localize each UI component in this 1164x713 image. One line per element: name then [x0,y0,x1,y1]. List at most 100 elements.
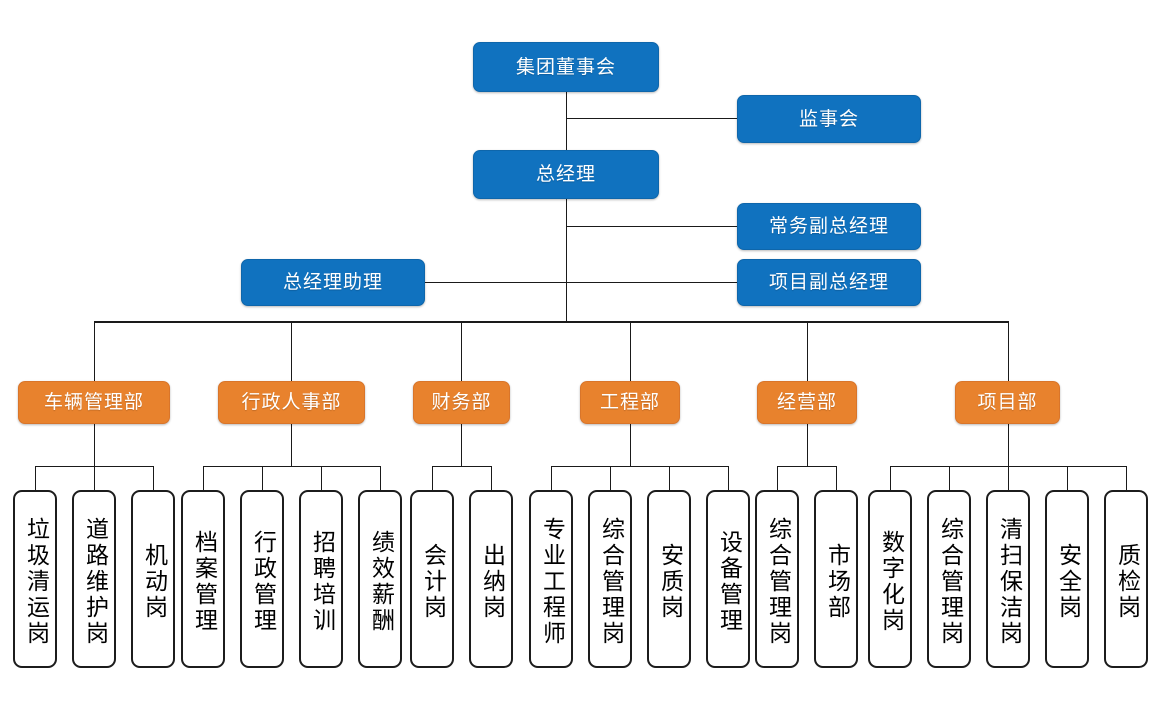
node-project-deputy-manager-label: 项目副总经理 [768,271,889,293]
connector-bus-to-dept-4 [807,321,808,381]
connector-dept-2-down [461,424,462,466]
node-position-label: 专业工程师 [538,517,565,647]
node-position[interactable]: 招聘培训 [299,490,343,668]
connector-dept-0-down [94,424,95,466]
node-position-label: 垃圾清运岗 [22,517,49,647]
connector-leaf-0-0 [35,466,36,490]
connector-dept-4-down [807,424,808,466]
subbus-dept-4 [777,466,836,467]
node-position[interactable]: 道路维护岗 [72,490,116,668]
connector-dept-1-down [291,424,292,466]
node-position-label: 综合管理岗 [597,517,624,647]
node-general-manager-label: 总经理 [535,163,596,185]
node-department-finance[interactable]: 财务部 [413,381,510,424]
connector-gm-down [566,199,567,321]
connector-leaf-4-1 [836,466,837,490]
connector-gm-to-exec-deputy [566,226,737,227]
connector-leaf-5-1 [949,466,950,490]
node-department-label: 行政人事部 [241,391,342,413]
node-department-engineering[interactable]: 工程部 [580,381,680,424]
node-position[interactable]: 安全岗 [1045,490,1089,668]
node-position[interactable]: 市场部 [814,490,858,668]
node-executive-deputy-manager-label: 常务副总经理 [768,215,889,237]
node-department-operations[interactable]: 经营部 [757,381,857,424]
node-position[interactable]: 绩效薪酬 [358,490,402,668]
node-position-label: 综合管理岗 [764,517,791,647]
connector-dept-5-down [1008,424,1009,466]
connector-bus-to-dept-3 [630,321,631,381]
node-position[interactable]: 机动岗 [131,490,175,668]
subbus-dept-3 [551,466,728,467]
node-department-label: 车辆管理部 [43,391,144,413]
connector-leaf-1-3 [380,466,381,490]
node-position-label: 会计岗 [419,543,446,621]
node-position-label: 安全岗 [1054,543,1081,621]
node-position[interactable]: 设备管理 [706,490,750,668]
connector-leaf-5-4 [1126,466,1127,490]
node-position-label: 质检岗 [1113,543,1140,621]
node-position-label: 设备管理 [715,530,742,634]
connector-leaf-5-3 [1067,466,1068,490]
connector-bus-to-dept-2 [461,321,462,381]
department-bus [94,321,1008,323]
node-position-label: 清扫保洁岗 [995,517,1022,647]
node-position[interactable]: 综合管理岗 [588,490,632,668]
node-department-admin-hr[interactable]: 行政人事部 [218,381,365,424]
connector-leaf-3-1 [610,466,611,490]
subbus-dept-2 [432,466,491,467]
node-position[interactable]: 会计岗 [410,490,454,668]
node-position-label: 综合管理岗 [936,517,963,647]
node-position-label: 机动岗 [140,543,167,621]
node-position-label: 市场部 [823,543,850,621]
connector-leaf-5-0 [890,466,891,490]
node-supervisory-board-label: 监事会 [798,107,859,130]
node-position-label: 出纳岗 [478,543,505,621]
node-position-label: 道路维护岗 [81,517,108,647]
connector-gm-to-gm-assistant [425,282,566,283]
node-position[interactable]: 安质岗 [647,490,691,668]
connector-board-to-gm [566,92,567,150]
node-gm-assistant-label: 总经理助理 [282,271,383,293]
node-position[interactable]: 行政管理 [240,490,284,668]
connector-leaf-2-0 [432,466,433,490]
connector-bus-to-dept-5 [1008,321,1009,381]
connector-gm-to-project-deputy [566,282,737,283]
node-project-deputy-manager[interactable]: 项目副总经理 [737,259,921,306]
node-position-label: 档案管理 [190,530,217,634]
node-position[interactable]: 清扫保洁岗 [986,490,1030,668]
node-general-manager[interactable]: 总经理 [473,150,659,199]
node-board[interactable]: 集团董事会 [473,42,659,92]
connector-leaf-5-2 [1008,466,1009,490]
node-position-label: 安质岗 [656,543,683,621]
node-executive-deputy-manager[interactable]: 常务副总经理 [737,203,921,250]
connector-dept-3-down [630,424,631,466]
node-position[interactable]: 质检岗 [1104,490,1148,668]
node-department-label: 项目部 [977,391,1038,413]
node-department-label: 经营部 [776,391,837,413]
node-position-label: 数字化岗 [877,530,904,634]
node-position[interactable]: 综合管理岗 [755,490,799,668]
node-supervisory-board[interactable]: 监事会 [737,95,921,143]
connector-leaf-4-0 [777,466,778,490]
connector-leaf-0-1 [94,466,95,490]
node-position-label: 招聘培训 [308,530,335,634]
node-position[interactable]: 数字化岗 [868,490,912,668]
connector-leaf-2-1 [491,466,492,490]
node-position[interactable]: 垃圾清运岗 [13,490,57,668]
node-position[interactable]: 综合管理岗 [927,490,971,668]
node-position[interactable]: 出纳岗 [469,490,513,668]
connector-leaf-1-0 [203,466,204,490]
node-position[interactable]: 档案管理 [181,490,225,668]
connector-leaf-1-1 [262,466,263,490]
connector-bus-to-dept-1 [291,321,292,381]
subbus-dept-1 [203,466,380,467]
connector-leaf-1-2 [321,466,322,490]
connector-leaf-3-0 [551,466,552,490]
node-position[interactable]: 专业工程师 [529,490,573,668]
node-position-label: 绩效薪酬 [367,530,394,634]
node-position-label: 行政管理 [249,530,276,634]
node-department-vehicle-management[interactable]: 车辆管理部 [18,381,170,424]
node-department-project[interactable]: 项目部 [955,381,1060,424]
node-gm-assistant[interactable]: 总经理助理 [241,259,425,306]
